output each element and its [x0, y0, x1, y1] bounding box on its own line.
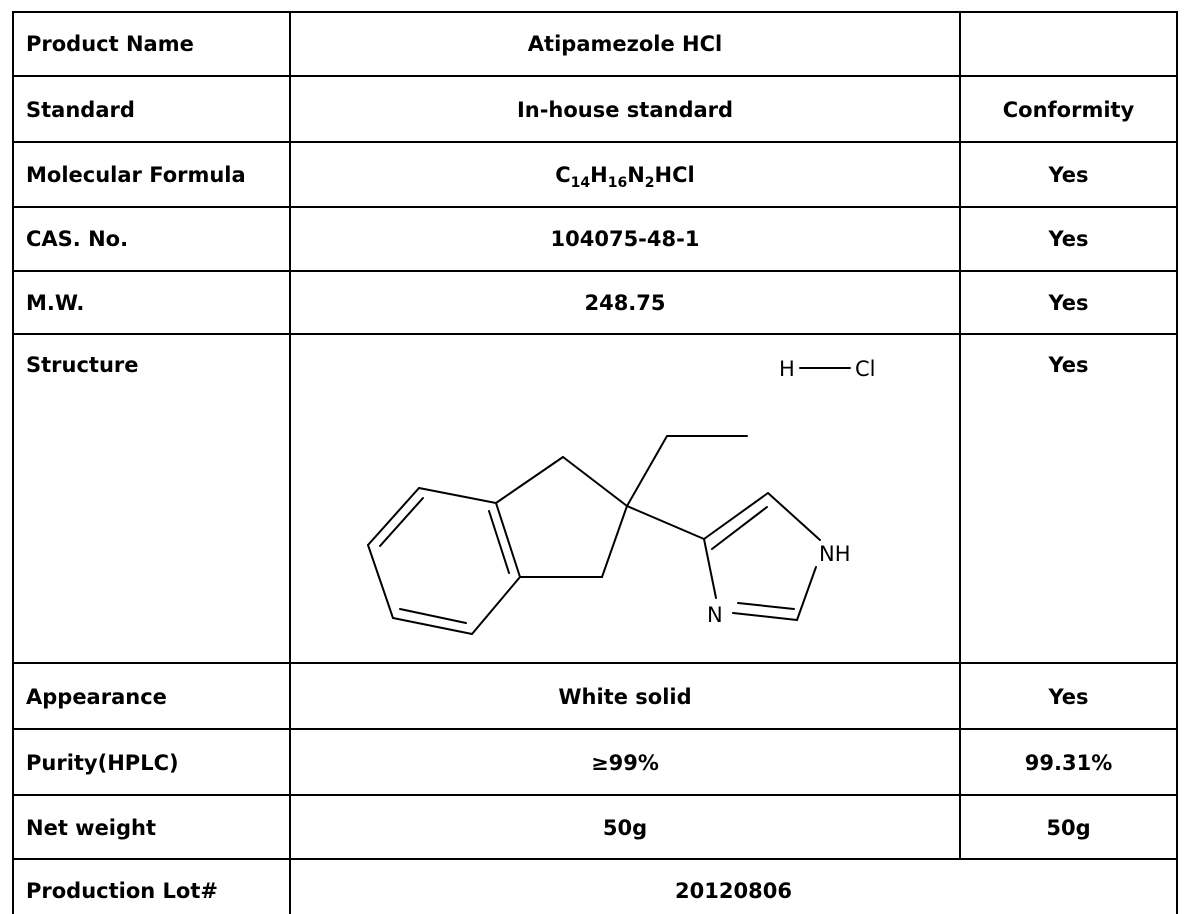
- result-mw: Yes: [1048, 291, 1089, 315]
- result-standard: Conformity: [1002, 98, 1135, 122]
- table-border-right: [1176, 11, 1178, 914]
- value-cas-no: 104075-48-1: [550, 227, 700, 251]
- value-molecular-formula: C14H16N2HCl: [555, 163, 695, 191]
- row-divider: [12, 333, 1177, 335]
- value-appearance: White solid: [558, 685, 692, 709]
- label-product-name: Product Name: [26, 32, 194, 56]
- label-cas-no: CAS. No.: [26, 227, 129, 251]
- label-molecular-formula: Molecular Formula: [26, 163, 246, 187]
- label-net-weight: Net weight: [26, 816, 157, 840]
- row-divider: [12, 270, 1177, 272]
- result-net-weight: 50g: [1046, 816, 1091, 840]
- structure-label-nh: NH: [819, 542, 851, 566]
- value-standard: In-house standard: [516, 98, 734, 122]
- column-divider: [289, 11, 291, 914]
- result-appearance: Yes: [1048, 685, 1089, 709]
- label-standard: Standard: [26, 98, 135, 122]
- label-production-lot: Production Lot#: [26, 879, 218, 903]
- row-divider: [12, 662, 1177, 664]
- row-divider: [12, 141, 1177, 143]
- value-purity: ≥99%: [591, 751, 659, 775]
- value-mw: 248.75: [584, 291, 666, 315]
- structure-label-n: N: [707, 603, 723, 627]
- table-border-top: [12, 11, 1177, 13]
- table-border-left: [12, 11, 14, 914]
- row-divider: [12, 858, 1177, 860]
- row-divider: [12, 728, 1177, 730]
- label-purity: Purity(HPLC): [26, 751, 179, 775]
- result-structure: Yes: [1048, 353, 1089, 377]
- value-net-weight: 50g: [602, 816, 648, 840]
- column-divider: [959, 11, 961, 860]
- row-divider: [12, 794, 1177, 796]
- chemical-structure-diagram: H Cl NH N: [367, 357, 876, 635]
- structure-label-h: H: [779, 357, 795, 381]
- structure-label-cl: Cl: [855, 357, 876, 381]
- result-cas-no: Yes: [1048, 227, 1089, 251]
- label-structure: Structure: [26, 353, 139, 377]
- result-purity: 99.31%: [1024, 751, 1113, 775]
- row-divider: [12, 206, 1177, 208]
- label-mw: M.W.: [26, 291, 85, 315]
- label-appearance: Appearance: [26, 685, 167, 709]
- row-divider: [12, 75, 1177, 77]
- value-product-name: Atipamezole HCl: [527, 32, 723, 56]
- result-molecular-formula: Yes: [1048, 163, 1089, 187]
- value-production-lot: 20120806: [675, 879, 792, 903]
